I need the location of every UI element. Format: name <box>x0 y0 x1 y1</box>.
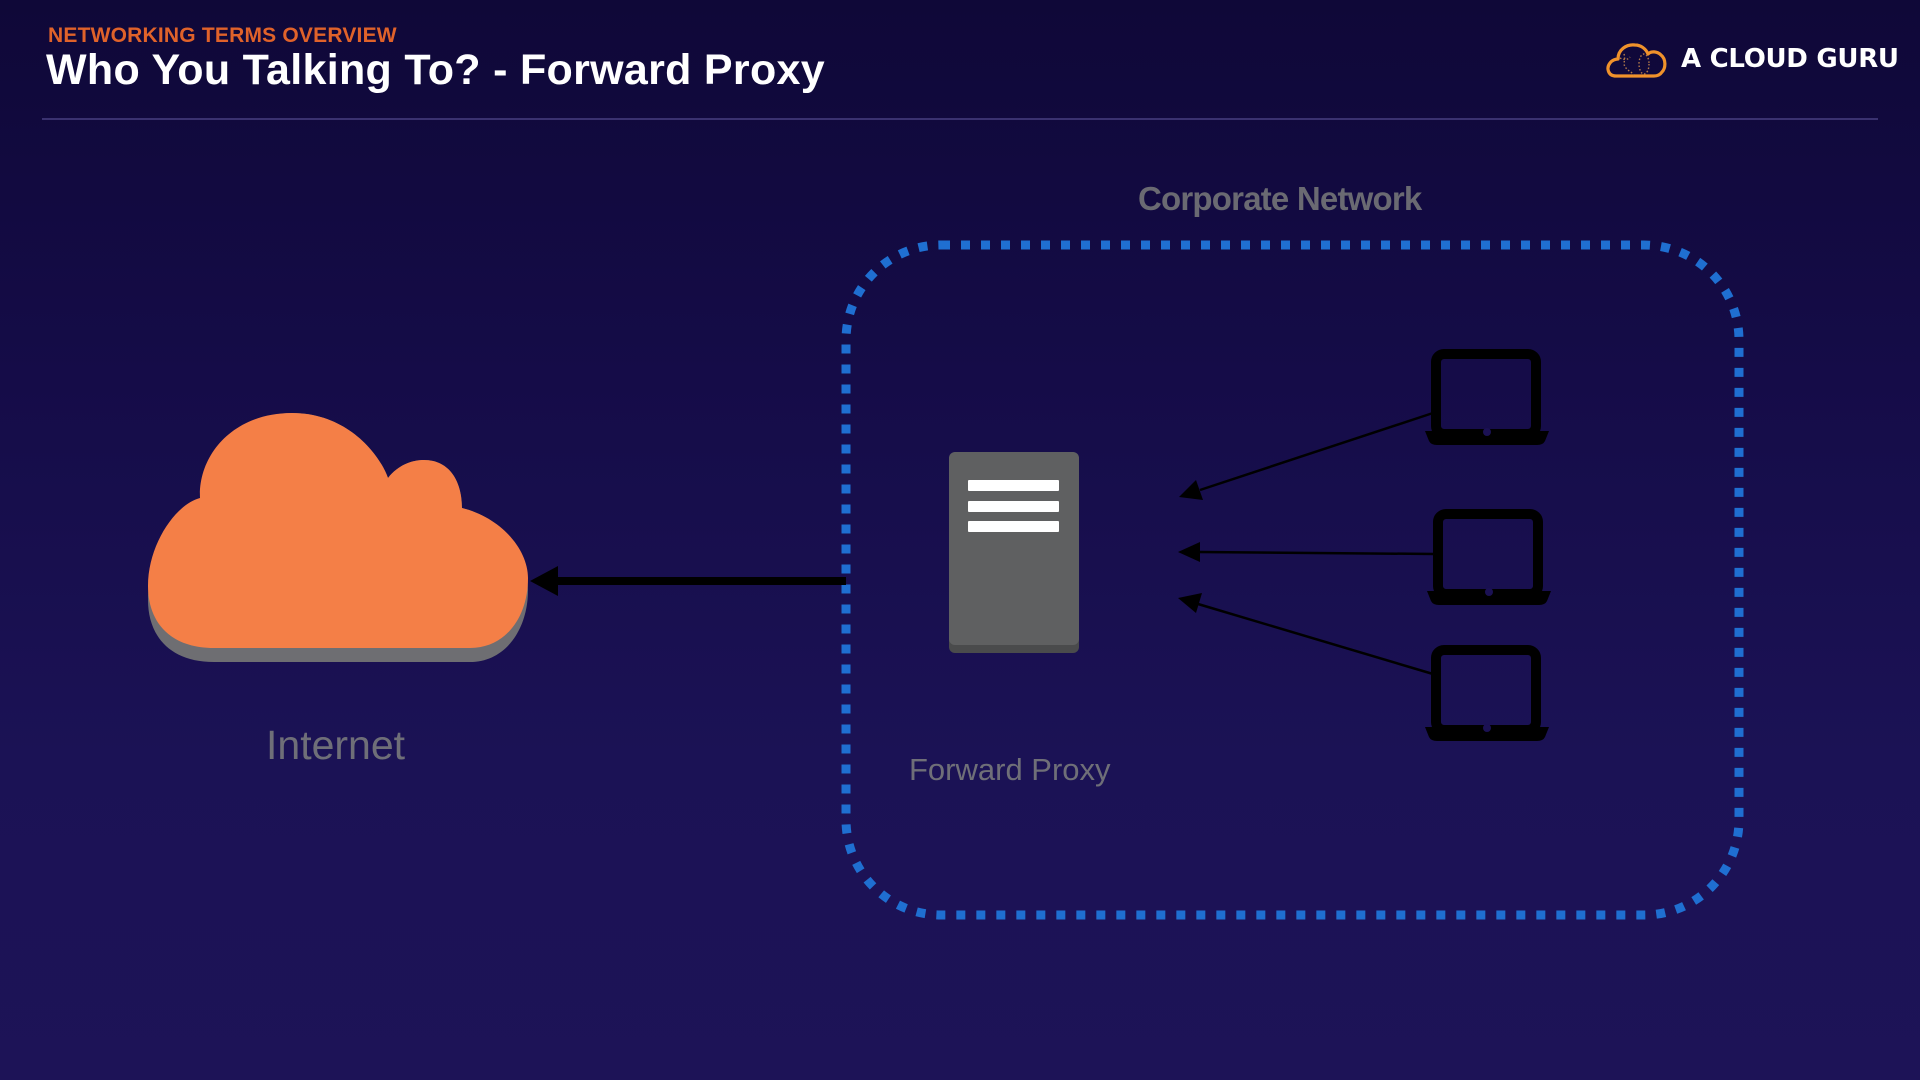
slide-title: Who You Talking To? - Forward Proxy <box>46 46 825 94</box>
brand-logo: A CLOUD GURU <box>1604 36 1899 82</box>
client-laptop-3-icon <box>1425 645 1549 741</box>
cloud-logo-icon <box>1606 43 1667 78</box>
internet-cloud-icon <box>148 413 528 662</box>
brand-name: A CLOUD GURU <box>1681 44 1899 74</box>
client-laptop-1-icon <box>1425 349 1549 445</box>
corporate-network-label: Corporate Network <box>1138 180 1422 217</box>
header-divider <box>42 118 1878 120</box>
section-eyebrow: NETWORKING TERMS OVERVIEW <box>48 24 397 47</box>
internet-label: Internet <box>266 722 406 768</box>
proxy-to-internet-arrow <box>530 566 846 596</box>
client-2-arrow <box>1178 542 1436 562</box>
client-laptop-2-icon <box>1427 509 1551 605</box>
forward-proxy-label: Forward Proxy <box>909 752 1111 787</box>
client-1-arrow <box>1179 411 1434 500</box>
proxy-server-icon <box>949 452 1079 653</box>
client-3-arrow <box>1178 593 1434 676</box>
